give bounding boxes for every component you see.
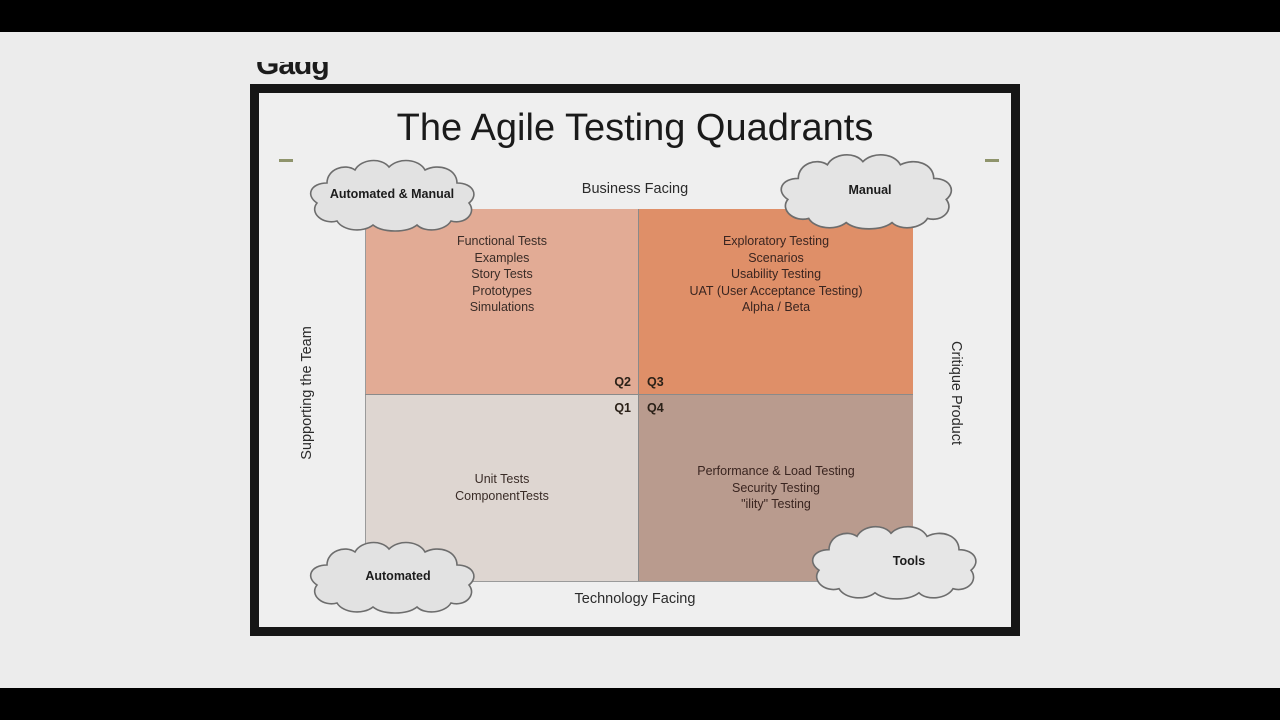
slide-canvas: The Agile Testing Quadrants Business Fac…: [259, 93, 1011, 627]
cloud-top-right: Manual: [767, 149, 965, 231]
axis-label-right: Critique Product: [948, 341, 964, 445]
quadrant-item: Simulations: [469, 300, 535, 315]
axis-label-left: Supporting the Team: [299, 326, 315, 460]
quadrant-q4-label: Q4: [647, 401, 664, 415]
quadrant-item: Usability Testing: [730, 267, 822, 282]
axis-line-bottom: [365, 581, 913, 582]
cloud-shape-icon: [309, 159, 475, 232]
quadrant-item: Prototypes: [472, 283, 532, 298]
page-title: The Agile Testing Quadrants: [396, 107, 874, 149]
cloud-shape-icon: [811, 525, 977, 600]
clipped-overlay-text-value: Gadg: [256, 62, 330, 81]
quadrant-q3-label: Q3: [647, 375, 664, 389]
quadrant-item: Functional Tests: [456, 234, 548, 248]
cloud-bottom-right: Tools: [799, 521, 989, 601]
quadrant-item: Alpha / Beta: [741, 300, 811, 315]
quadrant-item: Story Tests: [471, 267, 533, 282]
quadrant-item: Examples: [474, 250, 530, 265]
quadrant-q2-label: Q2: [614, 375, 631, 389]
letterbox-bar-top: [0, 0, 1280, 32]
cloud-shape-icon: [780, 154, 953, 230]
quadrant-item: UAT (User Acceptance Testing): [689, 283, 863, 298]
axis-line-horizontal: [365, 394, 913, 395]
axis-line-vertical: [638, 209, 639, 581]
cloud-top-left: Automated & Manual: [297, 155, 487, 233]
tick-mark-left-icon: [279, 159, 293, 162]
axis-label-top: Business Facing: [581, 181, 689, 197]
tick-mark-right-icon: [985, 159, 999, 162]
quadrant-item: Exploratory Testing: [722, 234, 830, 248]
quadrant-item: ComponentTests: [455, 488, 549, 503]
cloud-shape-icon: [309, 541, 475, 614]
quadrant-item: Scenarios: [748, 250, 804, 265]
quadrant-item: Security Testing: [731, 480, 820, 495]
quadrant-item: "ility" Testing: [741, 497, 811, 512]
quadrant-item: Unit Tests: [474, 472, 530, 486]
cloud-bottom-left: Automated: [297, 537, 487, 615]
clipped-overlay-text: Gadg: [256, 62, 376, 88]
axis-line-left: [365, 209, 366, 581]
letterbox-bar-bottom: [0, 688, 1280, 720]
quadrant-q1-label: Q1: [614, 401, 631, 415]
quadrant-item: Performance & Load Testing: [697, 464, 855, 478]
slide-frame: The Agile Testing Quadrants Business Fac…: [250, 84, 1020, 636]
axis-label-bottom: Technology Facing: [574, 591, 696, 607]
